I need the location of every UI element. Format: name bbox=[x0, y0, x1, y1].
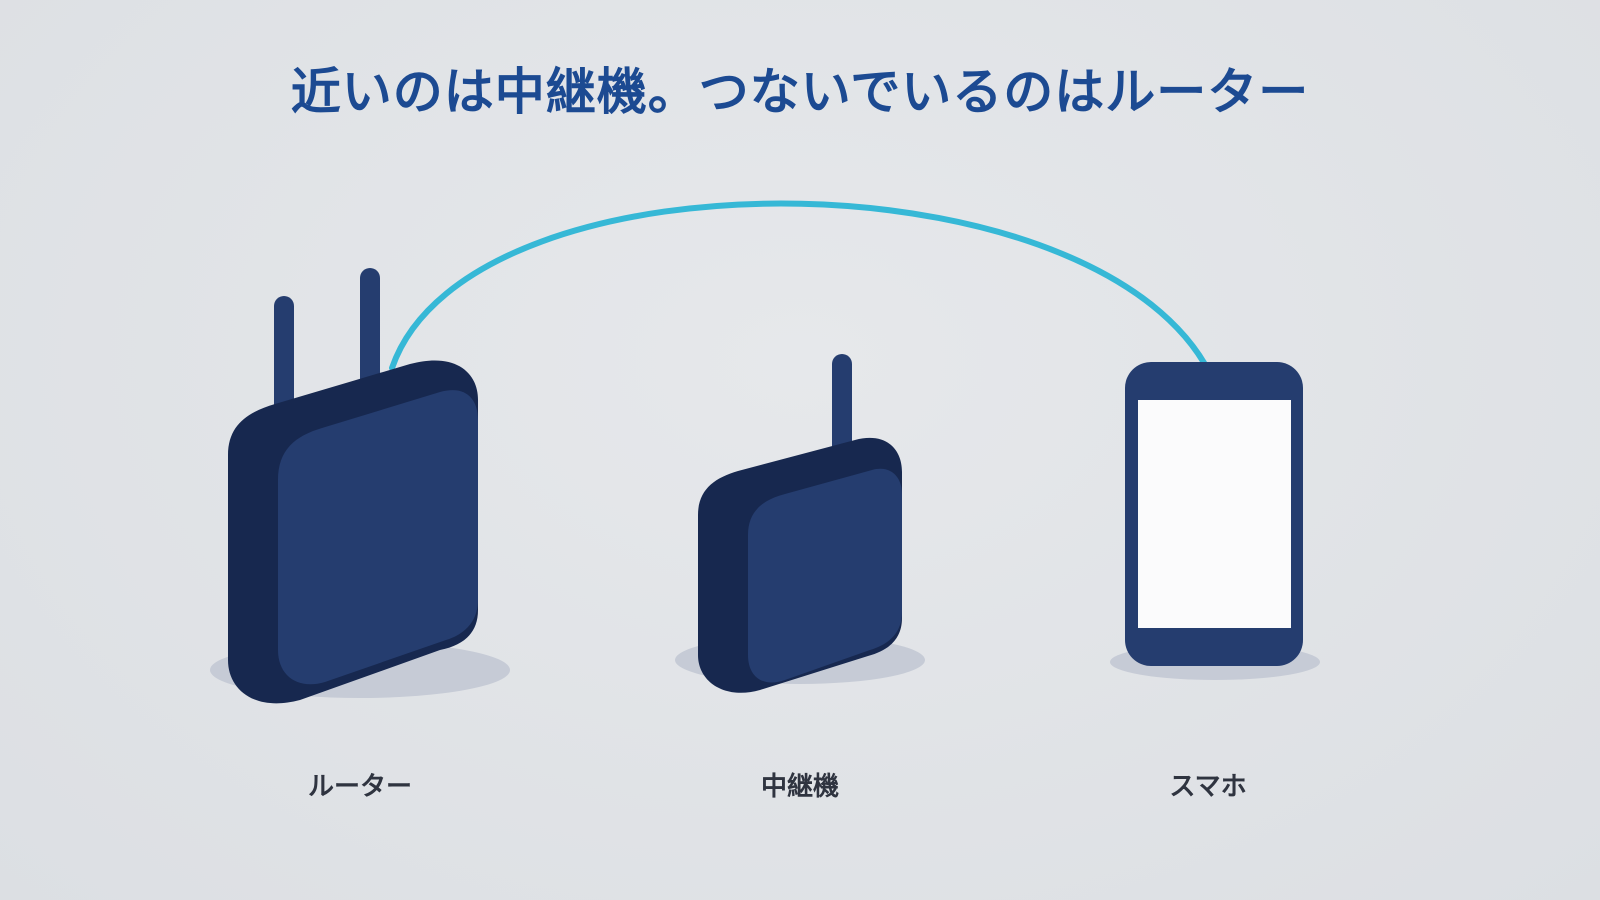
page-title: 近いのは中継機。つないでいるのはルーター bbox=[290, 63, 1310, 121]
phone-screen bbox=[1138, 400, 1291, 628]
repeater-icon bbox=[675, 354, 925, 693]
connection-arc bbox=[389, 200, 1221, 395]
smartphone-label: スマホ bbox=[1169, 772, 1247, 802]
repeater-label: 中継機 bbox=[760, 772, 839, 802]
router-label: ルーター bbox=[307, 772, 412, 802]
smartphone-icon bbox=[1110, 362, 1320, 680]
router-icon bbox=[210, 268, 510, 704]
